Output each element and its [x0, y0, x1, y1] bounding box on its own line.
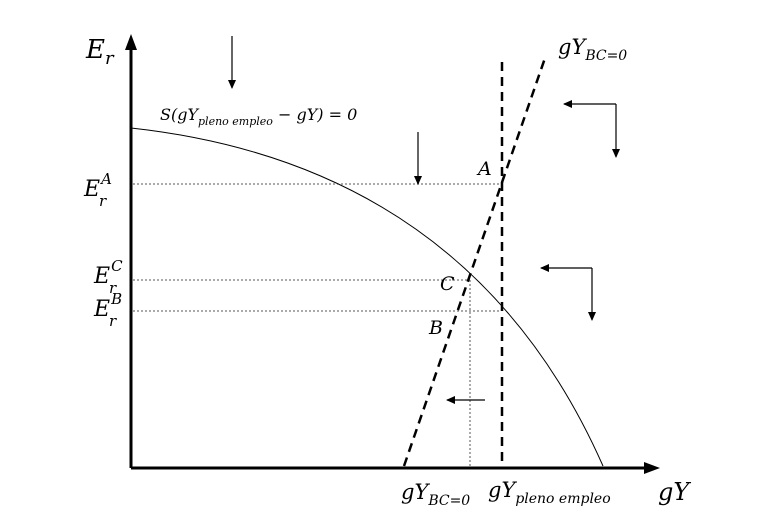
y-axis-arrowhead — [125, 34, 137, 50]
point-label-a: A — [476, 158, 492, 180]
gybc-curve-label: gYBC=0 — [558, 35, 627, 64]
x-axis-label: gY — [658, 478, 691, 506]
point-label-c: C — [440, 273, 455, 295]
tick-label-gy-full-employment: gYpleno empleo — [488, 478, 611, 507]
point-label-b: B — [428, 317, 443, 339]
s-curve-label: S(gYpleno empleo − gY) = 0 — [160, 105, 357, 128]
y-axis-label: Er — [85, 35, 115, 69]
x-axis-arrowhead — [644, 462, 660, 474]
tick-label-gybc: gYBC=0 — [401, 480, 470, 509]
gybc-dashed-line — [402, 57, 547, 467]
s-curve — [130, 127, 604, 467]
